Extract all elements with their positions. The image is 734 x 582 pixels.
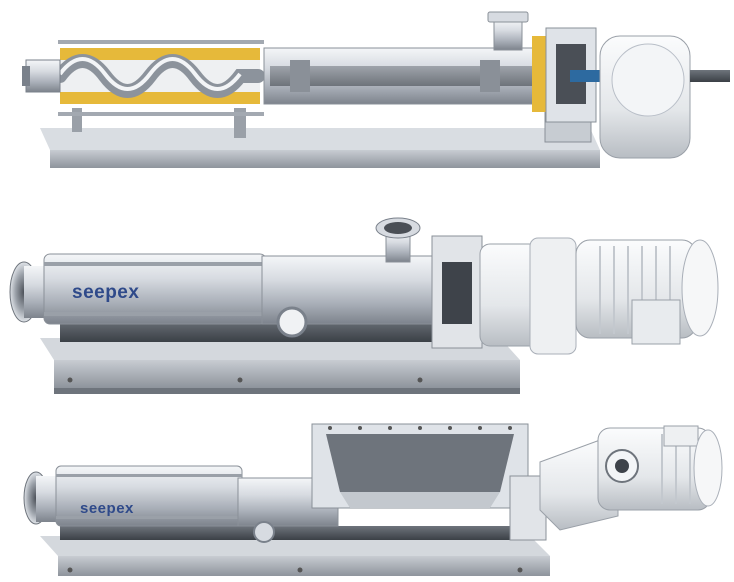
pump-2-lantern-opening <box>442 262 472 324</box>
pump-3-hopper-bolts <box>328 426 512 430</box>
pump-2 <box>9 217 719 394</box>
pump-2-gearbox-flange <box>529 237 577 355</box>
pump-2-tie-rod <box>44 312 266 316</box>
pump-1-drive-shaft <box>690 70 730 82</box>
pump-1-baseplate-side <box>50 150 600 168</box>
pump-1-tie-rod <box>58 40 264 44</box>
pump-3-terminal-box <box>663 425 699 447</box>
pump-3-bolt <box>67 567 73 573</box>
pump-2-baseplate-side <box>54 360 520 388</box>
pump-2-bolt <box>67 377 73 383</box>
pump-3-inspection-port <box>253 521 275 543</box>
pump-3-dial-knob <box>615 459 629 473</box>
pump-2-terminal-box <box>631 299 681 345</box>
pump-1-tie-rod <box>58 112 264 116</box>
pump-3-hopper <box>23 423 723 576</box>
pump-2-bolt <box>237 377 243 383</box>
pump-1-inlet-port <box>493 19 523 51</box>
pump-1-baseplate-top <box>40 128 600 150</box>
pump-3-brand-mark: seepex <box>80 500 134 517</box>
pump-3-shadow <box>60 526 520 540</box>
pump-3-tie-rod <box>56 474 242 477</box>
pump-3-motor-fan-cover <box>693 429 723 507</box>
pump-3-bolt <box>517 567 523 573</box>
pump-1-inlet-flange <box>487 11 529 23</box>
pump-3-baseplate-top <box>40 536 550 556</box>
pump-1-coupling-rod <box>270 66 540 86</box>
pump-3-end-neck <box>36 476 58 522</box>
pump-2-inlet-opening <box>384 222 412 234</box>
pump-2-brand-mark: seepex <box>72 282 140 303</box>
pump-2-baseplate-edge <box>54 388 520 394</box>
pump-1-joint <box>290 60 310 92</box>
pump-2-bolt <box>417 377 423 383</box>
pump-1-joint <box>480 60 500 92</box>
pump-2-baseplate-top <box>40 338 520 360</box>
pump-3-hopper-inside <box>326 434 514 492</box>
pump-3-tie-rod <box>56 516 242 519</box>
pump-1-stator-upper <box>60 48 260 60</box>
pump-3-bolt <box>297 567 303 573</box>
pump-1-foot <box>72 108 82 132</box>
pump-2-tie-rod <box>44 262 266 266</box>
pump-2-end-neck <box>24 266 46 318</box>
pump-1-gear-cover <box>611 43 685 117</box>
pump-1-seal-housing <box>532 36 546 112</box>
pump-1-end-flange <box>22 66 30 86</box>
pump-1-cutaway <box>22 11 730 168</box>
pump-2-inspection-port <box>276 306 308 338</box>
pump-2-motor-fan-cover <box>681 239 719 337</box>
pump-3-feed-screw <box>340 492 500 508</box>
pump-1-discharge-end <box>25 59 61 93</box>
pump-1-rotor-highlight <box>58 57 242 91</box>
pump-3-baseplate-side <box>58 556 550 576</box>
